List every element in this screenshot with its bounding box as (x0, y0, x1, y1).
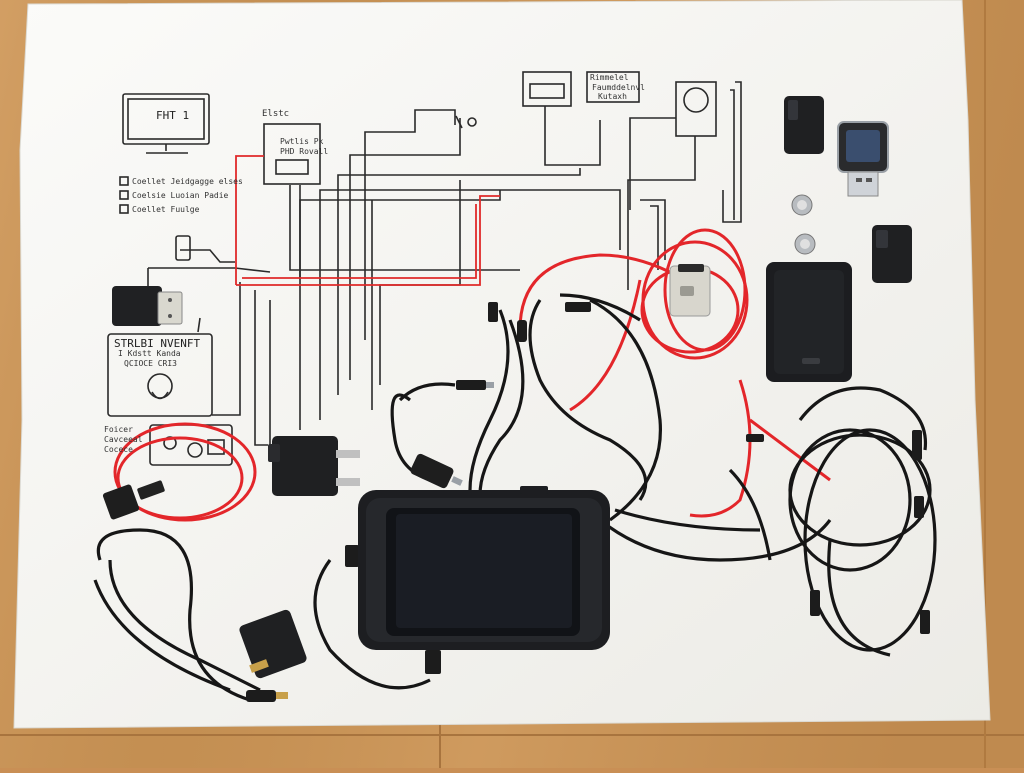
panel-title: STRLBI NVENFT (114, 337, 201, 350)
usb-display-dongle (837, 121, 889, 197)
panel-line-1: I Kdstt Kanda (118, 349, 181, 358)
black-cables (93, 293, 937, 702)
relay-module-left (112, 286, 183, 326)
legend-label-3: Coellet Fuulge (132, 205, 200, 214)
small-module-top (784, 96, 824, 154)
monitor-label: FHT 1 (156, 109, 190, 122)
battery-pack (766, 262, 852, 382)
module-top-label: Elstc (262, 109, 290, 119)
lower-left-label-3: Cocece (104, 445, 133, 454)
legend-label-1: Coellet Jeidgagge elses (132, 177, 243, 186)
panel-line-2: QCIOCE CRI3 (124, 359, 177, 368)
module-inner-label-1: Pwtlis Pk (280, 137, 324, 146)
hex-nuts (791, 194, 816, 255)
display-unit (358, 486, 610, 650)
lower-left-label-1: Foicer (104, 425, 133, 434)
paper-sheet (13, 0, 991, 729)
red-schematic-traces (235, 155, 500, 286)
tr-box-label-1: Rimmelel (590, 73, 629, 82)
obd-adapter (669, 264, 711, 317)
tr-box-label-3: Kutaxh (598, 92, 627, 101)
legend-label-2: Coelsie Luoian Padie (132, 191, 229, 200)
small-module-right (872, 225, 912, 283)
relay-module-center (268, 436, 360, 496)
tr-box-label-2: Faumddelnvl (592, 83, 645, 92)
cable-connectors (102, 302, 930, 702)
relay-module-bottom (239, 609, 307, 679)
red-cables (113, 228, 831, 522)
lower-left-label-2: Cavceeal (104, 435, 143, 444)
module-inner-label-2: PHD Rovall (280, 147, 329, 156)
